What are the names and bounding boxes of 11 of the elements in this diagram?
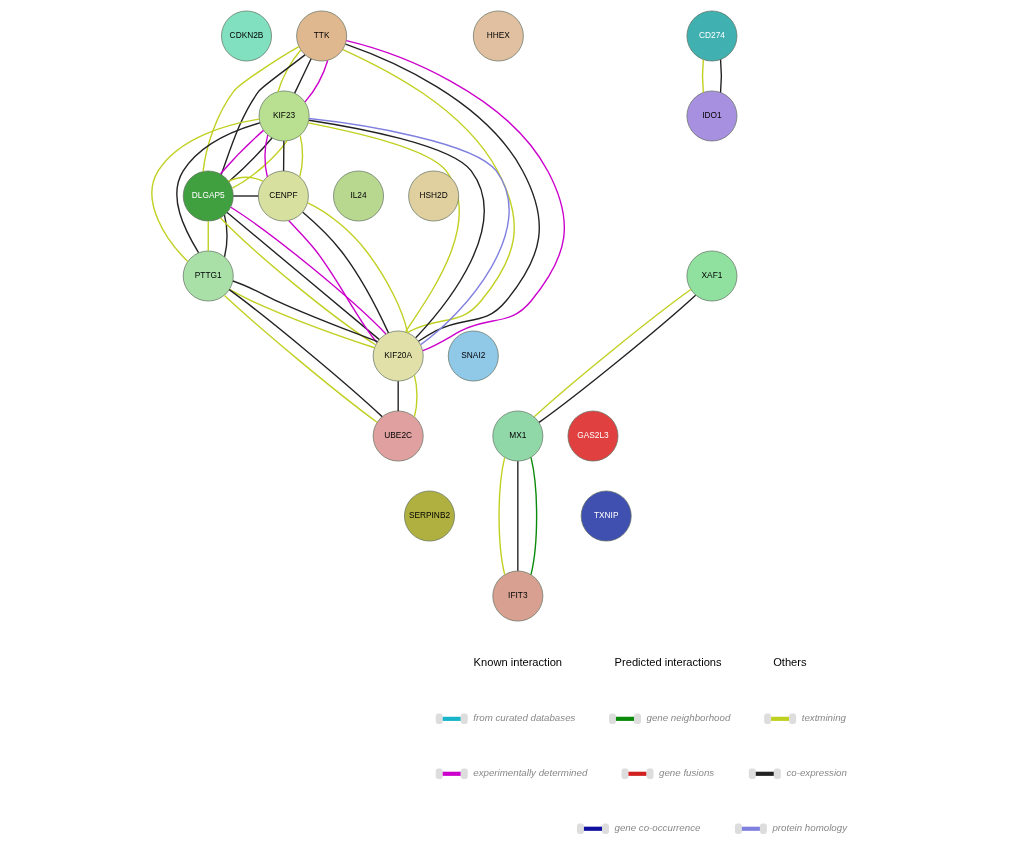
- legend-label: textmining: [801, 711, 846, 723]
- legend-label: protein homology: [771, 821, 847, 833]
- legend-label: experimentally determined: [472, 766, 587, 778]
- legend-label: co-expression: [785, 766, 847, 778]
- label: Others: [772, 656, 807, 669]
- legend-label: from curated databases: [472, 711, 575, 723]
- legend-label: gene fusions: [658, 766, 714, 778]
- label: Predicted interactions: [614, 656, 722, 669]
- label: Known interaction: [473, 656, 562, 669]
- legend-label: gene neighborhood: [646, 711, 730, 723]
- legend-label: gene co-occurrence: [614, 821, 700, 833]
